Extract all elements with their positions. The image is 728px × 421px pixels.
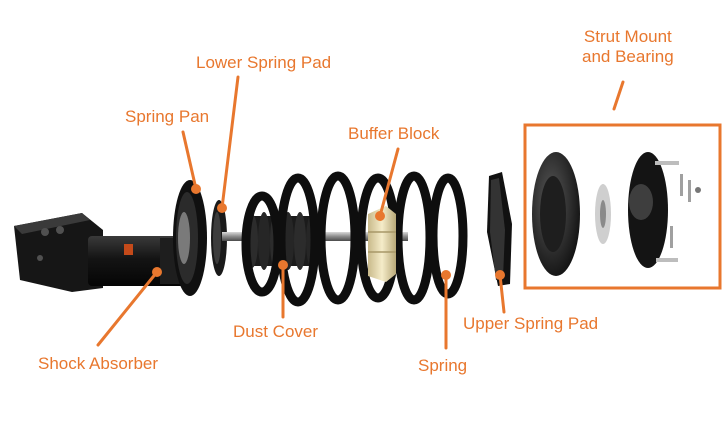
label-upper-spring-pad: Upper Spring Pad: [463, 314, 599, 333]
label-buffer-block: Buffer Block: [348, 124, 440, 143]
label-spring: Spring: [418, 356, 468, 375]
leader-spring-pan: [181, 130, 198, 191]
label-dust-cover: Dust Cover: [233, 322, 319, 341]
label-strut-mount-line1: Strut Mount: [583, 27, 672, 46]
label-lower-spring-pad: Lower Spring Pad: [196, 53, 332, 72]
spring-pan-part: [173, 180, 207, 296]
label-spring-pan: Spring Pan: [125, 107, 210, 126]
leader-buffer-block: [378, 147, 400, 218]
shock-absorber-part: [14, 213, 198, 292]
label-strut-mount-line2: and Bearing: [582, 47, 674, 66]
label-shock-absorber: Shock Absorber: [38, 354, 159, 373]
leader-shock-absorber: [96, 270, 159, 347]
buffer-block-part: [368, 206, 396, 282]
strut-mount-part: [532, 152, 701, 276]
leader-upper-spring-pad: [498, 273, 506, 314]
leader-lines: [96, 75, 625, 350]
lower-spring-pad-part: [211, 200, 227, 276]
leader-strut-mount: [612, 80, 625, 111]
upper-spring-pad-part: [487, 172, 512, 286]
spring-coils-part: [241, 171, 468, 307]
leader-lower-spring-pad: [220, 75, 240, 210]
label-strut-mount: Strut Mount and Bearing: [582, 27, 674, 67]
leader-dots: [152, 184, 505, 280]
strut-mount-frame: [523, 123, 722, 290]
